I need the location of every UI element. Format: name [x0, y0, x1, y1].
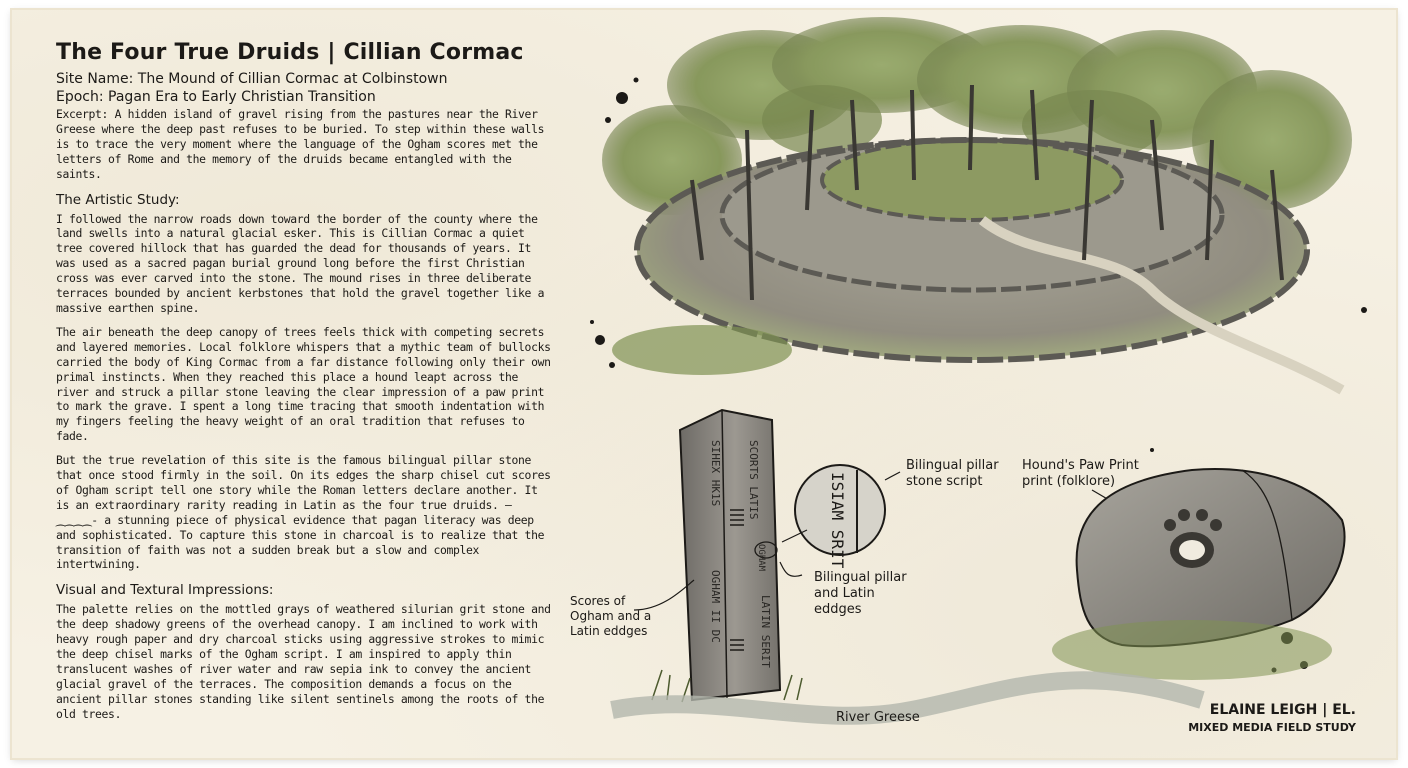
artist-signature: ELAINE LEIGH | EL. — [1209, 702, 1356, 718]
mound-path — [978, 216, 1345, 395]
label-paw-print: Hound's Paw Print print (folklore) — [1022, 458, 1139, 489]
pillar-text-latin: LATIN SERIT — [759, 595, 772, 668]
site-name: Site Name: The Mound of Cillian Cormac a… — [56, 71, 448, 87]
label-river: River Greese — [836, 710, 920, 725]
grass-tufts — [651, 669, 803, 703]
label-bilingual-script: Bilingual pillar stone script — [906, 458, 999, 489]
field-study-sheet: The Four True Druids | Cillian Cormac Si… — [12, 10, 1396, 758]
paw-print-boulder — [1075, 468, 1346, 648]
label-ogham-scores: Scores of Ogham and a Latin eddges — [570, 594, 652, 638]
pillar-text-left: SIHEX HK1S — [709, 440, 722, 506]
tree-trunks — [690, 84, 1284, 301]
artistic-study-paragraph-3: But the true revelation of this site is … — [56, 453, 551, 572]
river-greese — [610, 671, 1205, 725]
artistic-study-heading: The Artistic Study: — [56, 191, 180, 208]
magnifier-text: ISIAM SRIT — [828, 472, 847, 569]
excerpt: Excerpt: A hidden island of gravel risin… — [56, 107, 545, 181]
ogham-pillar-stone — [678, 408, 782, 702]
grass-wash — [612, 325, 792, 375]
text-column: The Four True Druids | Cillian Cormac Si… — [56, 40, 556, 731]
pillar-text-bottom: OGHAM II DC — [709, 570, 722, 643]
pillar-text-ogham: OGHAM — [756, 544, 766, 572]
magnifier-detail — [781, 464, 901, 556]
artist-subtitle: MIXED MEDIA FIELD STUDY — [1188, 721, 1356, 734]
boulder-moss — [1052, 620, 1332, 680]
mound-illustration: SIHEX HK1S SCORTS LATIS OGHAM LATIN SERI… — [590, 17, 1367, 725]
epoch: Epoch: Pagan Era to Early Christian Tran… — [56, 89, 376, 105]
mound-terrace-top — [822, 140, 1122, 220]
artistic-study-paragraph-2: The air beneath the deep canopy of trees… — [56, 324, 551, 444]
visual-impressions-paragraph: The palette relies on the mottled grays … — [56, 602, 551, 721]
artistic-study-paragraph-1: I followed the narrow roads down toward … — [56, 211, 545, 315]
page-title: The Four True Druids | Cillian Cormac — [56, 40, 524, 65]
visual-impressions-heading: Visual and Textural Impressions: — [56, 582, 274, 599]
illustration-panel: SIHEX HK1S SCORTS LATIS OGHAM LATIN SERI… — [552, 10, 1396, 758]
label-pillar-edges: Bilingual pillar and Latin eddges — [814, 570, 907, 617]
pillar-text-top: SCORTS LATIS — [747, 440, 760, 519]
